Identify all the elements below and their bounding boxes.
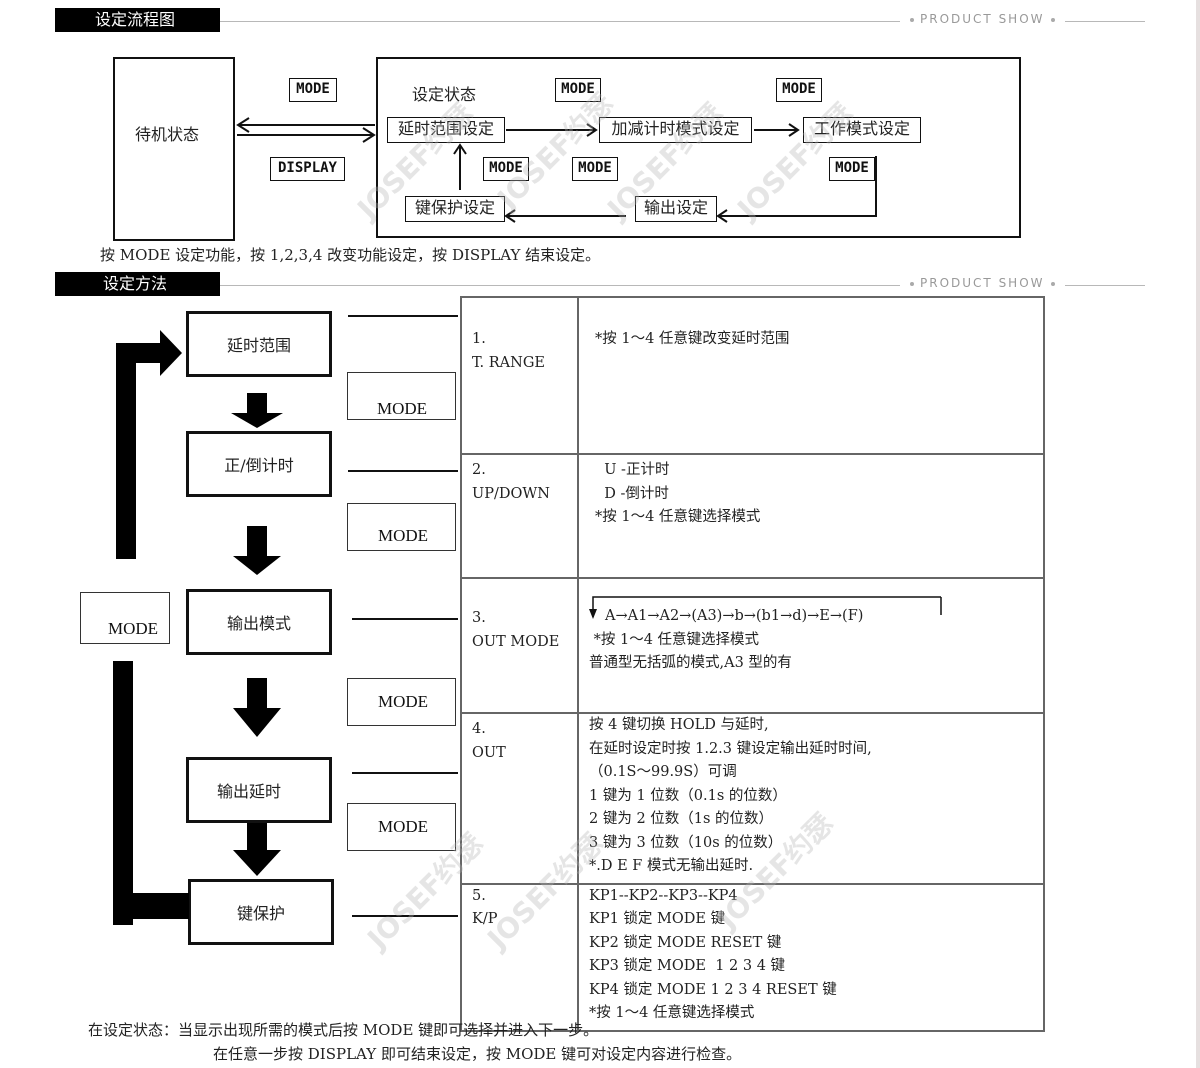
mode-key-top: MODE [289, 78, 337, 102]
standby-label: 待机状态 [135, 125, 200, 144]
step-output: 输出设定 [635, 196, 717, 222]
table-cell-key: 1. T. RANGE [460, 296, 579, 455]
bidirectional-arrows [236, 117, 376, 143]
footer-note-2: 在任意一步按 DISPLAY 即可结束设定，按 MODE 键可对设定内容进行检查… [213, 1045, 742, 1063]
flow-arrows [453, 123, 877, 223]
mode-key-2: MODE [776, 78, 822, 102]
mode-box-1: MODE [347, 372, 456, 420]
step-delay-range: 延时范围设定 [387, 117, 505, 143]
down-arrow-icon [231, 393, 283, 428]
section-title-text: 设定流程图 [95, 10, 176, 29]
section-title-method: 设定方法 [55, 272, 220, 296]
table-row: 1. T. RANGE *按 1～4 任意键改变延时范围 [460, 296, 1045, 455]
product-show-text: PRODUCT SHOW [920, 276, 1045, 290]
product-show-text: PRODUCT SHOW [920, 12, 1045, 26]
dot-icon [1050, 281, 1055, 286]
table-cell-desc: *按 1～4 任意键改变延时范围 [577, 296, 1045, 455]
dot-icon [1050, 17, 1055, 22]
connector-line [348, 470, 458, 472]
method-step-out-delay: 输出延时 [186, 757, 332, 823]
down-arrow-icon [233, 678, 281, 737]
flowchart-caption: 按 MODE 设定功能，按 1,2,3,4 改变功能设定，按 DISPLAY 结… [100, 246, 601, 264]
loop-bar-lower [113, 661, 133, 925]
loop-bar-top [116, 343, 164, 363]
table-cell-desc: U -正计时 D -倒计时 *按 1～4 任意键选择模式 [577, 453, 1045, 579]
out-mode-sequence: A→A1→A2→(A3)→b→(b1→d)→E→(F) [605, 608, 864, 624]
table-row: 5. K/P KP1--KP2--KP3--KP4 KP1 锁定 MODE 键 … [460, 882, 1045, 1032]
table-cell-desc: 按 4 键切换 HOLD 与延时, 在延时设定时按 1.2.3 键设定输出延时时… [577, 712, 1045, 885]
table-cell-key: 4. OUT [460, 712, 579, 885]
loop-arrowhead-icon [160, 330, 182, 376]
loop-bar-upper [116, 343, 136, 559]
setting-state-label: 设定状态 [412, 85, 477, 104]
table-row: 2. UP/DOWN U -正计时 D -倒计时 *按 1～4 任意键选择模式 [460, 453, 1045, 579]
method-step-delay-range: 延时范围 [186, 311, 332, 377]
method-step-key-protect: 键保护 [188, 879, 334, 945]
down-arrows [231, 393, 283, 876]
product-show-tag: PRODUCT SHOW [900, 12, 1065, 26]
loop-back-arrow-icon [589, 596, 942, 619]
table-row: 4. OUT 按 4 键切换 HOLD 与延时, 在延时设定时按 1.2.3 键… [460, 712, 1045, 885]
dot-icon [910, 281, 914, 286]
table-cell-desc: KP1--KP2--KP3--KP4 KP1 锁定 MODE 键 KP2 锁定 … [577, 882, 1045, 1032]
standby-box: 待机状态 [113, 57, 235, 241]
step-updown: 加减计时模式设定 [599, 117, 752, 143]
down-arrow-icon [233, 526, 281, 575]
step-key-protect: 键保护设定 [405, 196, 505, 222]
mode-box-loop: MODE [80, 592, 170, 644]
connector-line [352, 618, 458, 620]
connector-line [352, 915, 458, 917]
table-cell-key: 2. UP/DOWN [460, 453, 579, 579]
table-cell-desc: A→A1→A2→(A3)→b→(b1→d)→E→(F) *按 1～4 任意键选择… [577, 577, 1045, 714]
mode-key-1: MODE [555, 78, 601, 102]
connector-line [352, 772, 458, 774]
table-cell-key: 5. K/P [460, 882, 579, 1032]
mode-box-4: MODE [347, 803, 456, 851]
method-step-out-mode: 输出模式 [186, 589, 332, 655]
mode-box-2: MODE [347, 503, 456, 551]
connector-line [348, 315, 458, 317]
table-cell-key: 3. OUT MODE [460, 577, 579, 714]
section-title-flowchart: 设定流程图 [55, 8, 220, 32]
loop-bar-bottom [133, 893, 189, 919]
settings-table: 1. T. RANGE *按 1～4 任意键改变延时范围 2. UP/DOWN … [460, 296, 1045, 1032]
dot-icon [910, 17, 914, 22]
mode-key-4: MODE [572, 157, 618, 181]
step-work-mode: 工作模式设定 [803, 117, 921, 143]
down-arrow-icon [233, 823, 281, 876]
method-step-updown: 正/倒计时 [186, 431, 332, 497]
scrollbar[interactable] [1196, 0, 1200, 1068]
display-key: DISPLAY [270, 157, 345, 181]
section-title-text: 设定方法 [103, 274, 168, 293]
section-rule [55, 285, 1145, 286]
mode-key-5: MODE [483, 157, 529, 181]
mode-key-3: MODE [829, 157, 875, 181]
mode-box-3: MODE [347, 678, 456, 726]
product-show-tag: PRODUCT SHOW [900, 276, 1065, 290]
section-rule [55, 21, 1145, 22]
footer-note-1: 在设定状态：当显示出现所需的模式后按 MODE 键即可选择并进入下一步。 [88, 1021, 599, 1039]
table-row: 3. OUT MODE A→A1→A2→(A3)→b→(b1→d)→E→(F) … [460, 577, 1045, 714]
